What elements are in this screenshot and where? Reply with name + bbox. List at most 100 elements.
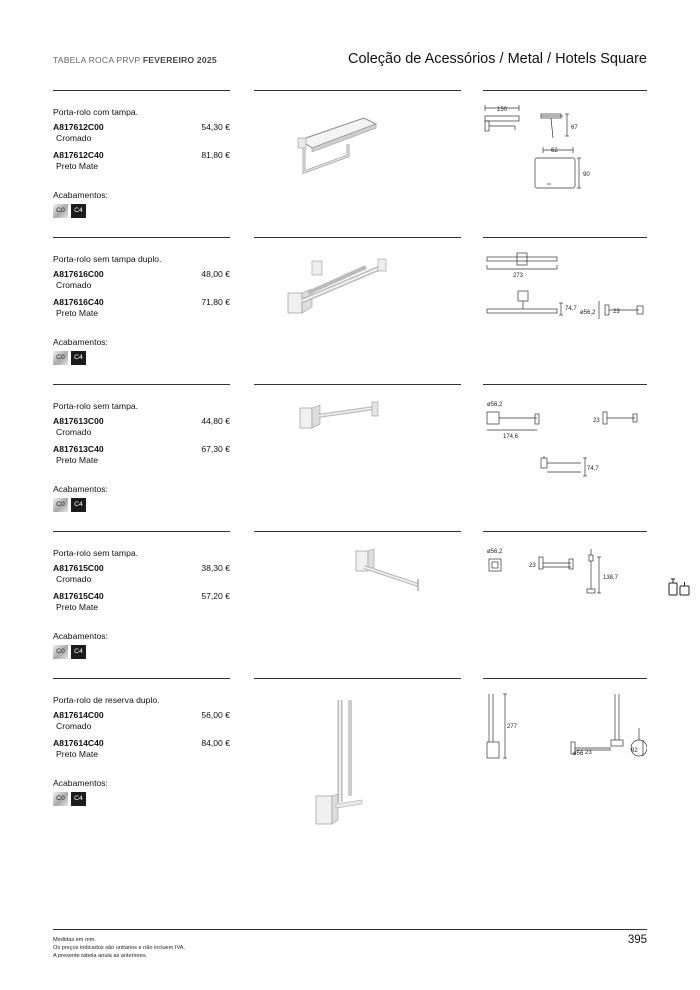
product-row: A817613C40 Preto Mate 67,30 € (53, 444, 230, 465)
product-finish: Cromado (56, 280, 92, 290)
product-photo-roll-holder-lid (297, 117, 378, 175)
footer-note: Medidas em mm. (53, 937, 96, 943)
dim-label: 23 (529, 563, 536, 569)
product-row: A817613C00 Cromado 44,80 € (53, 416, 230, 437)
bathroom-accessories-icon (668, 578, 690, 596)
dim-label: 23 (593, 418, 600, 424)
product-price: 71,80 € (201, 297, 230, 307)
product-row: A817612C40 Preto Mate 81,80 € (53, 150, 230, 171)
product-finish: Preto Mate (56, 455, 99, 465)
finishes-label: Acabamentos: (53, 190, 108, 200)
divider (483, 237, 647, 238)
section-title: Porta-rolo sem tampa. (53, 548, 139, 558)
swatch-chrome: C0 (53, 204, 68, 218)
product-finish: Cromado (56, 427, 92, 437)
header-catalog-label: TABELA ROCA PRVP FEVEREIRO 2025 (53, 55, 217, 65)
dim-label: ø56,2 (487, 402, 503, 408)
finishes-label: Acabamentos: (53, 484, 108, 494)
product-photo-spare-roll-holder (315, 700, 363, 825)
divider (53, 237, 230, 238)
technical-drawing-5: 277 ø56 23 92 (486, 693, 647, 759)
dim-label: ø56,2 (580, 310, 596, 316)
product-code: A817612C40 (53, 150, 104, 160)
product-section-4: Porta-rolo sem tampa. A817615C00 Cromado… (53, 531, 647, 677)
dim-label: 23 (613, 309, 620, 315)
divider (53, 531, 230, 532)
swatch-matte-black: C4 (71, 351, 86, 365)
footer-notes: Medidas em mm. Os preços indicados são u… (53, 936, 185, 960)
header-date: FEVEREIRO 2025 (142, 55, 217, 65)
dim-label: 23 (585, 750, 592, 756)
product-row: A817615C00 Cromado 38,30 € (53, 563, 230, 584)
product-price: 44,80 € (201, 416, 230, 426)
section-title: Porta-rolo com tampa. (53, 107, 139, 117)
product-price: 67,30 € (201, 444, 230, 454)
product-price: 57,20 € (201, 591, 230, 601)
product-finish: Preto Mate (56, 602, 99, 612)
product-code: A817613C40 (53, 444, 104, 454)
finishes-label: Acabamentos: (53, 631, 108, 641)
dim-label: 273 (513, 273, 524, 279)
divider (53, 678, 230, 679)
section-title: Porta-rolo de reserva duplo. (53, 695, 160, 705)
dim-label: 90 (583, 172, 590, 178)
technical-drawing-4: ø56,2 23 138,7 (487, 549, 619, 594)
product-finish: Cromado (56, 574, 92, 584)
product-code: A817616C00 (53, 269, 104, 279)
technical-drawing-2: 273 74,7 ø56,2 23 (486, 252, 644, 319)
dim-label: 92 (631, 748, 638, 754)
divider (254, 384, 461, 385)
swatch-chrome: C0 (53, 792, 68, 806)
product-row: A817616C00 Cromado 48,00 € (53, 269, 230, 290)
product-price: 38,30 € (201, 563, 230, 573)
divider (483, 531, 647, 532)
product-finish: Cromado (56, 721, 92, 731)
product-code: A817614C00 (53, 710, 104, 720)
product-row: A817612C00 Cromado 54,30 € (53, 122, 230, 143)
product-section-1: Porta-rolo com tampa. A817612C00 Cromado… (53, 90, 647, 236)
dim-label: 138,7 (603, 575, 619, 581)
swatch-matte-black: C4 (71, 498, 86, 512)
dim-label: 67 (571, 125, 578, 131)
dim-label: ø56,2 (487, 549, 503, 555)
product-price: 54,30 € (201, 122, 230, 132)
footer-divider (53, 929, 647, 930)
product-price: 84,00 € (201, 738, 230, 748)
swatch-chrome: C0 (53, 645, 68, 659)
divider (53, 90, 230, 91)
dim-label: 62 (551, 148, 558, 154)
swatch-chrome: C0 (53, 498, 68, 512)
product-finish: Preto Mate (56, 749, 99, 759)
divider (254, 531, 461, 532)
product-code: A817615C40 (53, 591, 104, 601)
product-code: A817616C40 (53, 297, 104, 307)
technical-drawing-3: ø56,2 174,6 23 74,7 (486, 402, 638, 477)
product-code: A817614C40 (53, 738, 104, 748)
product-section-3: Porta-rolo sem tampa. A817613C00 Cromado… (53, 384, 647, 530)
divider (254, 678, 461, 679)
dim-label: 74,7 (587, 466, 599, 472)
product-code: A817615C00 (53, 563, 104, 573)
swatch-chrome: C0 (53, 351, 68, 365)
dim-label: 150 (497, 107, 508, 113)
product-photo-open-roll-holder (355, 548, 419, 591)
dim-label: 277 (507, 724, 518, 730)
dim-label: 74,7 (565, 306, 577, 312)
header-prefix: TABELA ROCA PRVP (53, 55, 141, 65)
divider (483, 90, 647, 91)
product-finish: Cromado (56, 133, 92, 143)
product-row: A817614C40 Preto Mate 84,00 € (53, 738, 230, 759)
swatch-matte-black: C4 (71, 792, 86, 806)
divider (254, 90, 461, 91)
finishes-label: Acabamentos: (53, 337, 108, 347)
product-price: 81,80 € (201, 150, 230, 160)
product-row: A817616C40 Preto Mate 71,80 € (53, 297, 230, 318)
divider (254, 237, 461, 238)
product-row: A817614C00 Cromado 56,00 € (53, 710, 230, 731)
product-section-5: Porta-rolo de reserva duplo. A817614C00 … (53, 678, 647, 825)
page-number: 395 (627, 934, 647, 946)
product-finish: Preto Mate (56, 161, 99, 171)
divider (53, 384, 230, 385)
product-price: 56,00 € (201, 710, 230, 720)
divider (483, 678, 647, 679)
